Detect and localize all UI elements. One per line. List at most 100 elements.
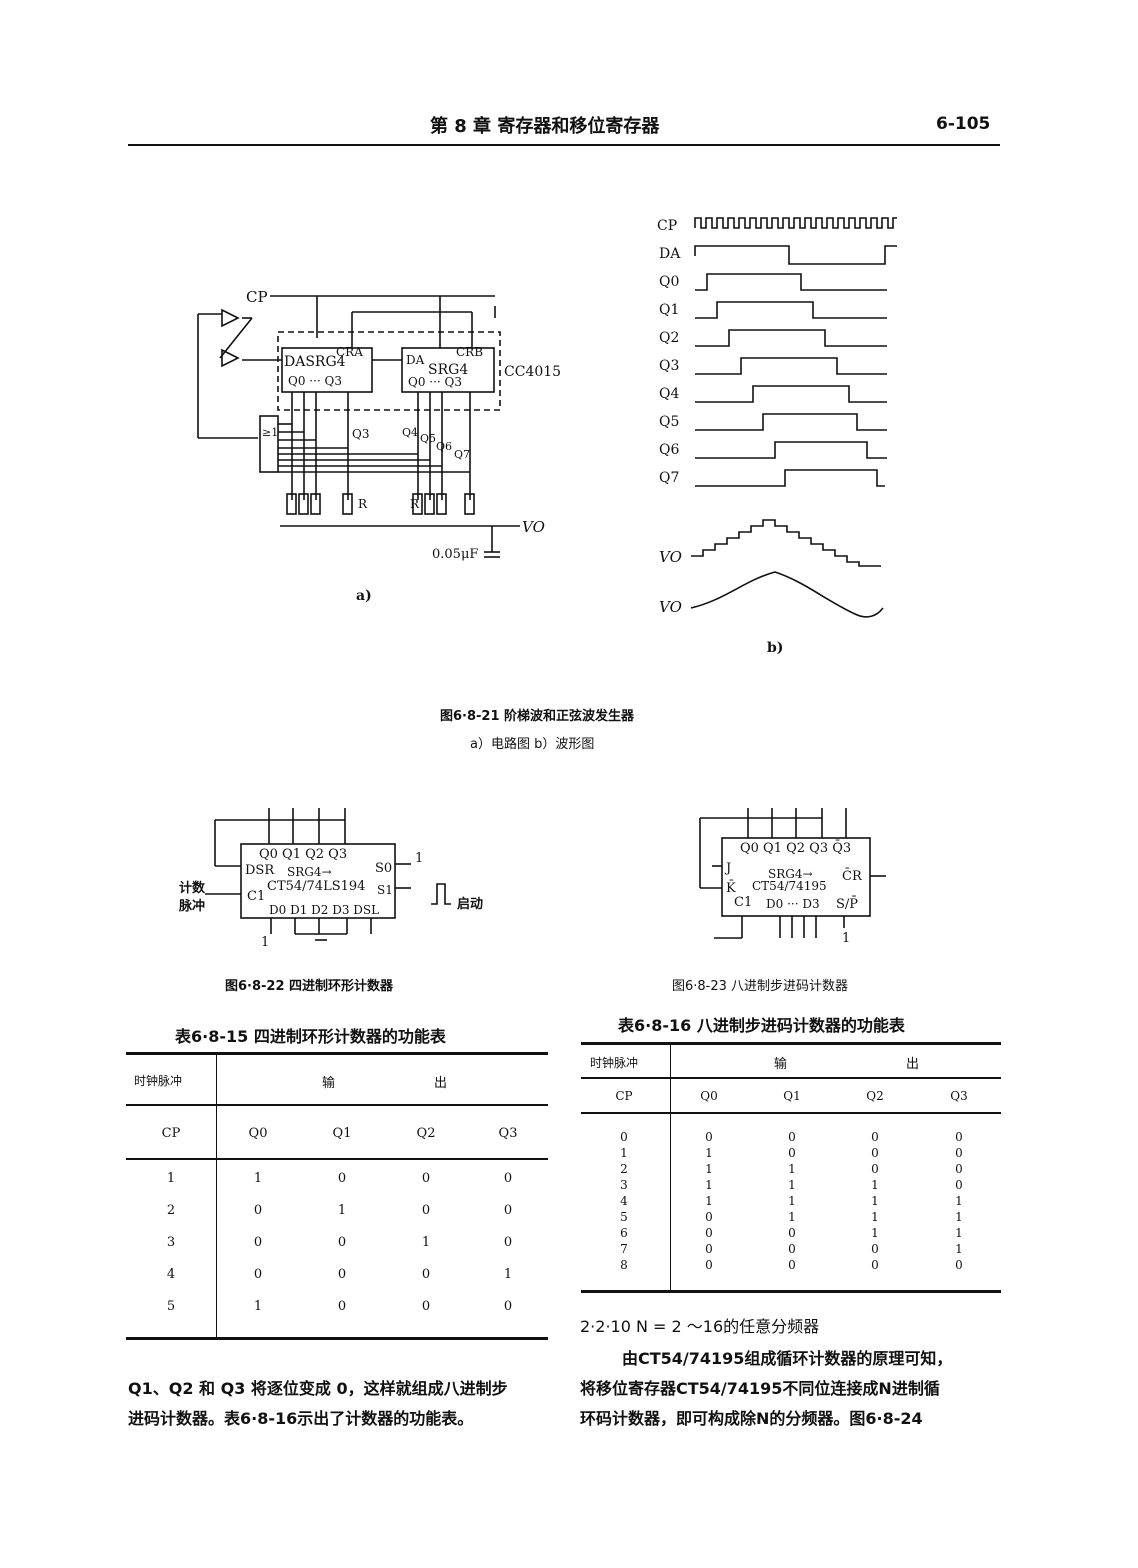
- subfig-a-label: a): [356, 588, 372, 604]
- cell: 0: [337, 1266, 347, 1282]
- cell: 0: [871, 1242, 879, 1256]
- cell: 0: [705, 1210, 713, 1224]
- cell: 2: [620, 1162, 628, 1176]
- col-header: CP: [615, 1089, 633, 1103]
- cell: 1: [955, 1226, 963, 1240]
- table16-bottom-rule: [581, 1290, 1001, 1293]
- sp-label: S/P̄: [836, 896, 858, 912]
- cra-label: CRA: [336, 345, 363, 359]
- ring-srg-label: SRG4→: [287, 865, 332, 879]
- col-header: Q1: [332, 1125, 352, 1141]
- ring-q-label: Q0 Q1 Q2 Q3: [259, 847, 347, 862]
- sig-q4: Q4: [659, 386, 679, 402]
- cell: 0: [788, 1130, 796, 1144]
- cell: 0: [871, 1130, 879, 1144]
- col-header: CP: [161, 1125, 181, 1141]
- cell: 0: [955, 1258, 963, 1272]
- col-header: Q1: [783, 1089, 801, 1103]
- sig-q2: Q2: [659, 330, 679, 346]
- sig-q0: Q0: [659, 274, 679, 290]
- table16-out-header-1: 输: [774, 1057, 788, 1072]
- cell: 1: [955, 1194, 963, 1208]
- table15-bottom-rule: [126, 1337, 548, 1340]
- ge1-label: ≥1: [262, 426, 278, 439]
- cell: 0: [788, 1258, 796, 1272]
- jc-q-label: Q0 Q1 Q2 Q3 Q̄3: [740, 840, 851, 856]
- waveform-diagram-b: CP DA Q0 Q1 Q2 Q3 Q4 Q5 Q6 Q7 VO VO b): [657, 217, 897, 656]
- col-header: Q3: [950, 1089, 968, 1103]
- cell: 0: [620, 1130, 628, 1144]
- chip-label: CC4015: [504, 364, 561, 380]
- cell: 1: [788, 1162, 796, 1176]
- table15-out-header-2: 出: [434, 1076, 448, 1091]
- q5-label: Q5: [420, 432, 436, 445]
- table16-top-rule: [581, 1042, 1001, 1045]
- cell: 0: [503, 1234, 513, 1250]
- cell: 1: [705, 1146, 713, 1160]
- cp-label: CP: [246, 288, 268, 306]
- table15-top-rule: [126, 1052, 548, 1055]
- text-line: Q1、Q2 和 Q3 将逐位变成 0，这样就组成八进制步: [128, 1379, 508, 1398]
- cell: 0: [337, 1298, 347, 1314]
- cell: 0: [421, 1202, 431, 1218]
- q0q3-b-label: Q0 ··· Q3: [408, 375, 462, 389]
- clock-pulse-label-2: 脉冲: [178, 898, 205, 914]
- cell: 0: [421, 1170, 431, 1186]
- jc-srg-label: SRG4→: [768, 867, 813, 881]
- cell: 0: [705, 1226, 713, 1240]
- col-header: Q2: [866, 1089, 884, 1103]
- cell: 8: [620, 1258, 628, 1272]
- vo-label: VO: [522, 518, 545, 536]
- cell: 0: [871, 1162, 879, 1176]
- text-line: 进码计数器。表6·8-16示出了计数器的功能表。: [128, 1409, 474, 1428]
- table15-mid-rule-1: [126, 1104, 548, 1106]
- cell: 0: [503, 1202, 513, 1218]
- cell: 0: [955, 1146, 963, 1160]
- capacitor-label: 0.05μF: [432, 547, 478, 562]
- cell: 1: [871, 1210, 879, 1224]
- fig21-caption: 图6·8-21 阶梯波和正弦波发生器: [440, 709, 635, 724]
- subfig-b-label: b): [767, 640, 783, 656]
- cell: 1: [421, 1234, 431, 1250]
- fig22-caption: 图6·8-22 四进制环形计数器: [225, 979, 394, 994]
- table15-col-rule: [216, 1055, 217, 1337]
- j-label: J: [724, 861, 731, 876]
- cell: 5: [620, 1210, 628, 1224]
- q3-label: Q3: [352, 427, 369, 441]
- text-line: 将移位寄存器CT54/74195不同位连接成N进制循: [580, 1379, 940, 1398]
- cell: 0: [871, 1146, 879, 1160]
- cell: 1: [705, 1194, 713, 1208]
- s1-label: S1: [377, 883, 393, 897]
- fig23-caption: 图6·8-23 八进制步进码计数器: [672, 979, 849, 994]
- cell: 1: [871, 1226, 879, 1240]
- col-header: Q3: [498, 1125, 518, 1141]
- text-line: 环码计数器，即可构成除N的分频器。图6·8-24: [580, 1409, 923, 1428]
- cell: 0: [788, 1242, 796, 1256]
- dsr-label: DSR: [245, 863, 275, 878]
- da-b-label: DA: [406, 353, 425, 367]
- cell: 1: [166, 1170, 176, 1186]
- jc-d-label: D0 ··· D3: [766, 897, 820, 911]
- cell: 0: [503, 1170, 513, 1186]
- cell: 1: [337, 1202, 347, 1218]
- cell: 1: [705, 1178, 713, 1192]
- cell: 3: [166, 1234, 176, 1250]
- col-header: Q2: [416, 1125, 436, 1141]
- cell: 0: [503, 1298, 513, 1314]
- ring-counter-diagram: Q0 Q1 Q2 Q3 DSR S0 1 SRG4→ CT54/74LS194 …: [178, 808, 483, 950]
- jc-chip-label: CT54/74195: [752, 879, 827, 893]
- cell: 1: [788, 1194, 796, 1208]
- ring-chip-label: CT54/74LS194: [267, 879, 365, 894]
- q7-label: Q7: [454, 448, 470, 461]
- table16-clock-header: 时钟脉冲: [590, 1056, 639, 1070]
